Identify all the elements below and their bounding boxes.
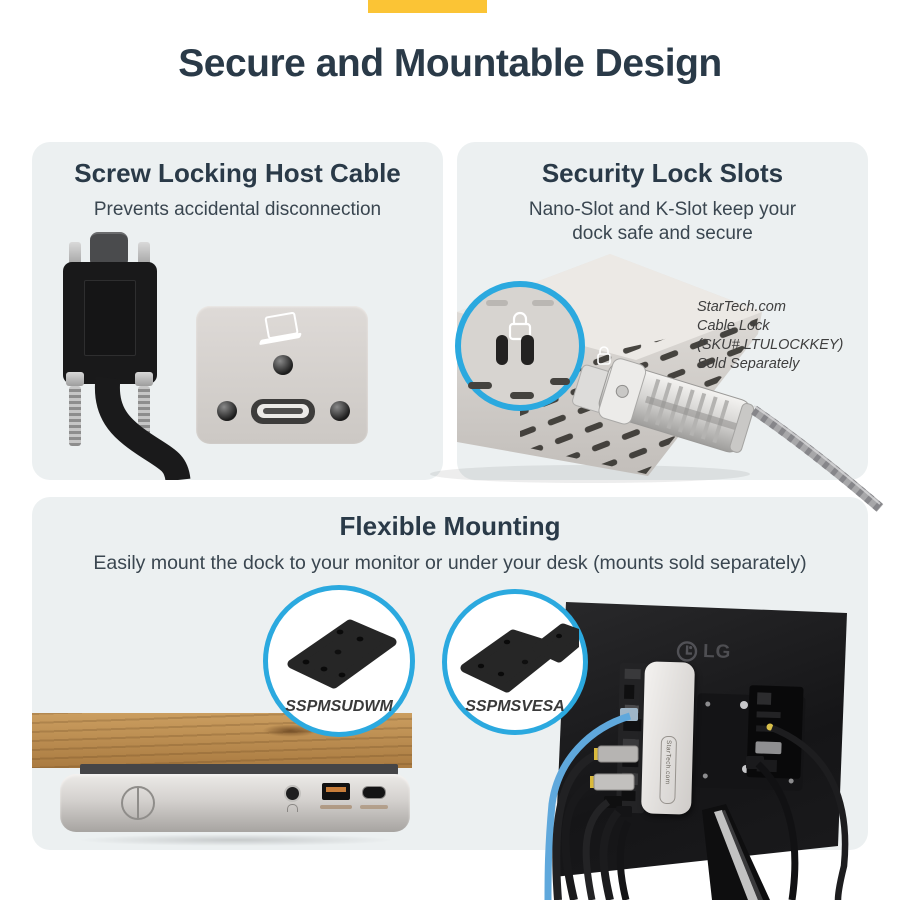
panel-screw-right <box>330 401 350 421</box>
accent-bar <box>368 0 487 13</box>
hdmi-cables <box>552 745 639 900</box>
security-subtitle-line1: Nano-Slot and K-Slot keep your <box>528 199 797 220</box>
security-photo <box>430 254 884 512</box>
power-button <box>121 786 155 820</box>
callout-sspmsudwm: SSPMSUDWM <box>263 585 415 737</box>
usbc-port <box>251 399 315 424</box>
right-cables <box>746 723 849 900</box>
usb-a-port <box>322 783 350 800</box>
thumbscrew-post-left <box>69 242 81 268</box>
usb-c-label <box>360 805 388 809</box>
dock-top-face <box>457 254 762 360</box>
usbc-cable <box>94 376 191 480</box>
mounting-subtitle: Easily mount the dock to your monitor or… <box>93 552 807 574</box>
screw-collar-left <box>66 372 84 386</box>
cable-lock-note: StarTech.com Cable Lock (SKU# LTULOCKKEY… <box>697 299 844 372</box>
nano-slot-callout <box>455 281 585 411</box>
usb-c-port2 <box>362 786 386 799</box>
lg-logo: LG <box>676 640 732 664</box>
screw-collar-right <box>135 372 153 386</box>
thumbscrew-thread-left <box>69 386 81 446</box>
host-port-panel <box>196 306 368 444</box>
laptop-icon <box>255 310 308 352</box>
panel-screw-top <box>273 355 293 375</box>
nano-slot-right <box>521 335 534 365</box>
lock-icon <box>508 311 532 341</box>
monitor-cables <box>544 708 849 900</box>
connector-body-panel <box>84 280 136 356</box>
nano-slot-left <box>496 335 508 365</box>
lg-face-icon <box>676 641 698 662</box>
page-title: Secure and Mountable Design <box>178 42 722 85</box>
mounting-plate-flat <box>287 619 397 689</box>
screw-lock-title: Screw Locking Host Cable <box>74 158 401 188</box>
security-slots-subtitle: Nano-Slot and K-Slot keep your dock safe… <box>457 198 868 246</box>
ethernet-cable <box>544 708 638 900</box>
steel-cable <box>751 405 884 512</box>
thumbscrew-post-right <box>138 242 150 268</box>
monitor-screw-1 <box>740 701 748 709</box>
dock-shadow <box>430 465 750 483</box>
usb-a-label <box>320 805 352 809</box>
cable-lock <box>572 358 755 453</box>
security-subtitle-line2: dock safe and secure <box>572 223 753 244</box>
underdesk-dock <box>60 774 410 832</box>
monitor-stand <box>702 804 770 900</box>
panel-screw-left <box>217 401 237 421</box>
screw-lock-subtitle: Prevents accidental disconnection <box>93 199 382 220</box>
monitor-screw-2 <box>742 765 750 773</box>
callout-label-1: SSPMSUDWM <box>285 698 393 715</box>
mounting-plate-vesa <box>460 623 579 693</box>
black-cables <box>582 796 632 900</box>
underdock-shadow <box>76 834 396 846</box>
k-slot-lock-icon <box>597 346 611 365</box>
security-slots-title: Security Lock Slots <box>541 158 784 188</box>
callout-label-2: SSPMSVESA <box>465 698 565 715</box>
headset-icon <box>287 804 298 812</box>
mounting-title: Flexible Mounting <box>339 511 561 541</box>
mount-strip <box>80 764 398 775</box>
headphone-jack <box>284 785 301 802</box>
callout-sspmsvesa: SSPMSVESA <box>442 589 588 735</box>
